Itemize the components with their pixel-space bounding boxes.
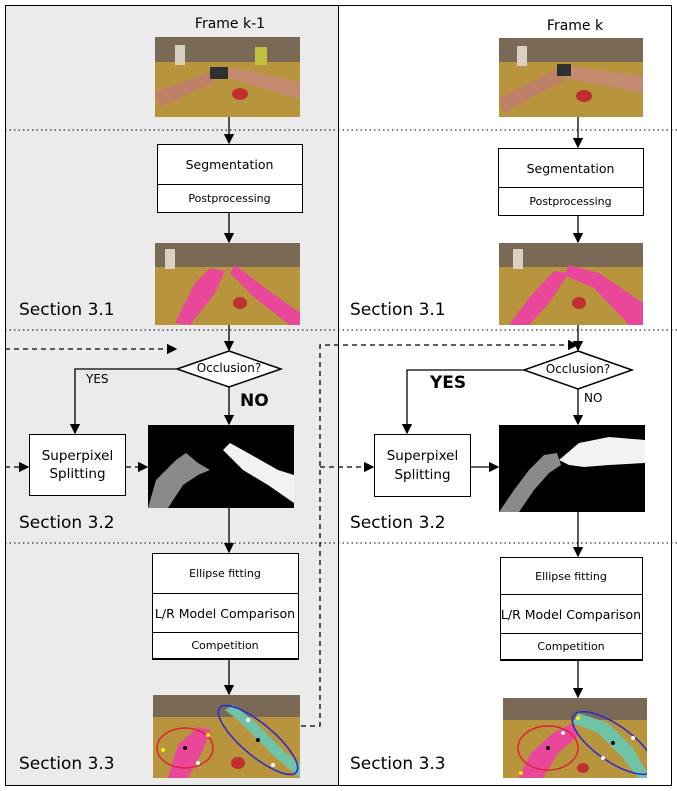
right-section-3-1: Section 3.1 bbox=[350, 300, 446, 320]
right-occlusion-label: Occlusion? bbox=[545, 362, 611, 376]
left-model-comparison-box: Ellipse fitting L/R Model Comparison Com… bbox=[151, 552, 299, 660]
left-ellipse-result-image bbox=[153, 695, 300, 778]
right-yes-label: YES bbox=[430, 373, 467, 393]
right-section-3-2: Section 3.2 bbox=[350, 513, 446, 533]
left-ellipse-fitting-label: Ellipse fitting bbox=[151, 552, 299, 595]
right-mask-image bbox=[499, 425, 645, 512]
right-frame-title: Frame k bbox=[546, 18, 604, 34]
left-mask-image bbox=[148, 425, 294, 508]
left-segmentation-result-image bbox=[155, 243, 300, 325]
left-section-3-1: Section 3.1 bbox=[19, 300, 115, 320]
right-segmentation-result-image bbox=[499, 243, 643, 325]
right-section-3-3: Section 3.3 bbox=[350, 754, 446, 774]
left-segmentation-box: Segmentation Postprocessing bbox=[156, 143, 303, 213]
right-model-comparison-box: Ellipse fitting L/R Model Comparison Com… bbox=[499, 556, 643, 661]
right-competition-label: Competition bbox=[499, 633, 643, 660]
left-postprocessing-label: Postprocessing bbox=[156, 184, 303, 213]
right-panel-frame-k bbox=[338, 5, 672, 786]
left-section-3-2: Section 3.2 bbox=[19, 513, 115, 533]
left-panel-frame-k-minus-1 bbox=[5, 5, 338, 786]
right-superpixel-splitting-box: Superpixel Splitting bbox=[374, 434, 471, 497]
right-lr-model-comparison-label: L/R Model Comparison bbox=[499, 594, 643, 635]
right-ellipse-result-image bbox=[503, 698, 647, 778]
left-segmentation-label: Segmentation bbox=[156, 143, 303, 186]
right-no-label: NO bbox=[584, 391, 603, 405]
left-section-3-3: Section 3.3 bbox=[19, 754, 115, 774]
left-competition-label: Competition bbox=[151, 632, 299, 659]
right-postprocessing-label: Postprocessing bbox=[497, 187, 644, 216]
left-frame-title: Frame k-1 bbox=[194, 16, 266, 32]
left-yes-label: YES bbox=[86, 372, 109, 386]
left-occlusion-label: Occlusion? bbox=[196, 361, 262, 375]
right-ellipse-fitting-label: Ellipse fitting bbox=[499, 556, 643, 596]
left-input-frame-image bbox=[155, 37, 300, 117]
right-segmentation-label: Segmentation bbox=[497, 147, 644, 189]
right-input-frame-image bbox=[499, 38, 643, 117]
left-superpixel-splitting-box: Superpixel Splitting bbox=[29, 434, 126, 496]
right-segmentation-box: Segmentation Postprocessing bbox=[497, 147, 644, 216]
left-lr-model-comparison-label: L/R Model Comparison bbox=[151, 593, 299, 634]
left-no-label: NO bbox=[240, 391, 269, 411]
